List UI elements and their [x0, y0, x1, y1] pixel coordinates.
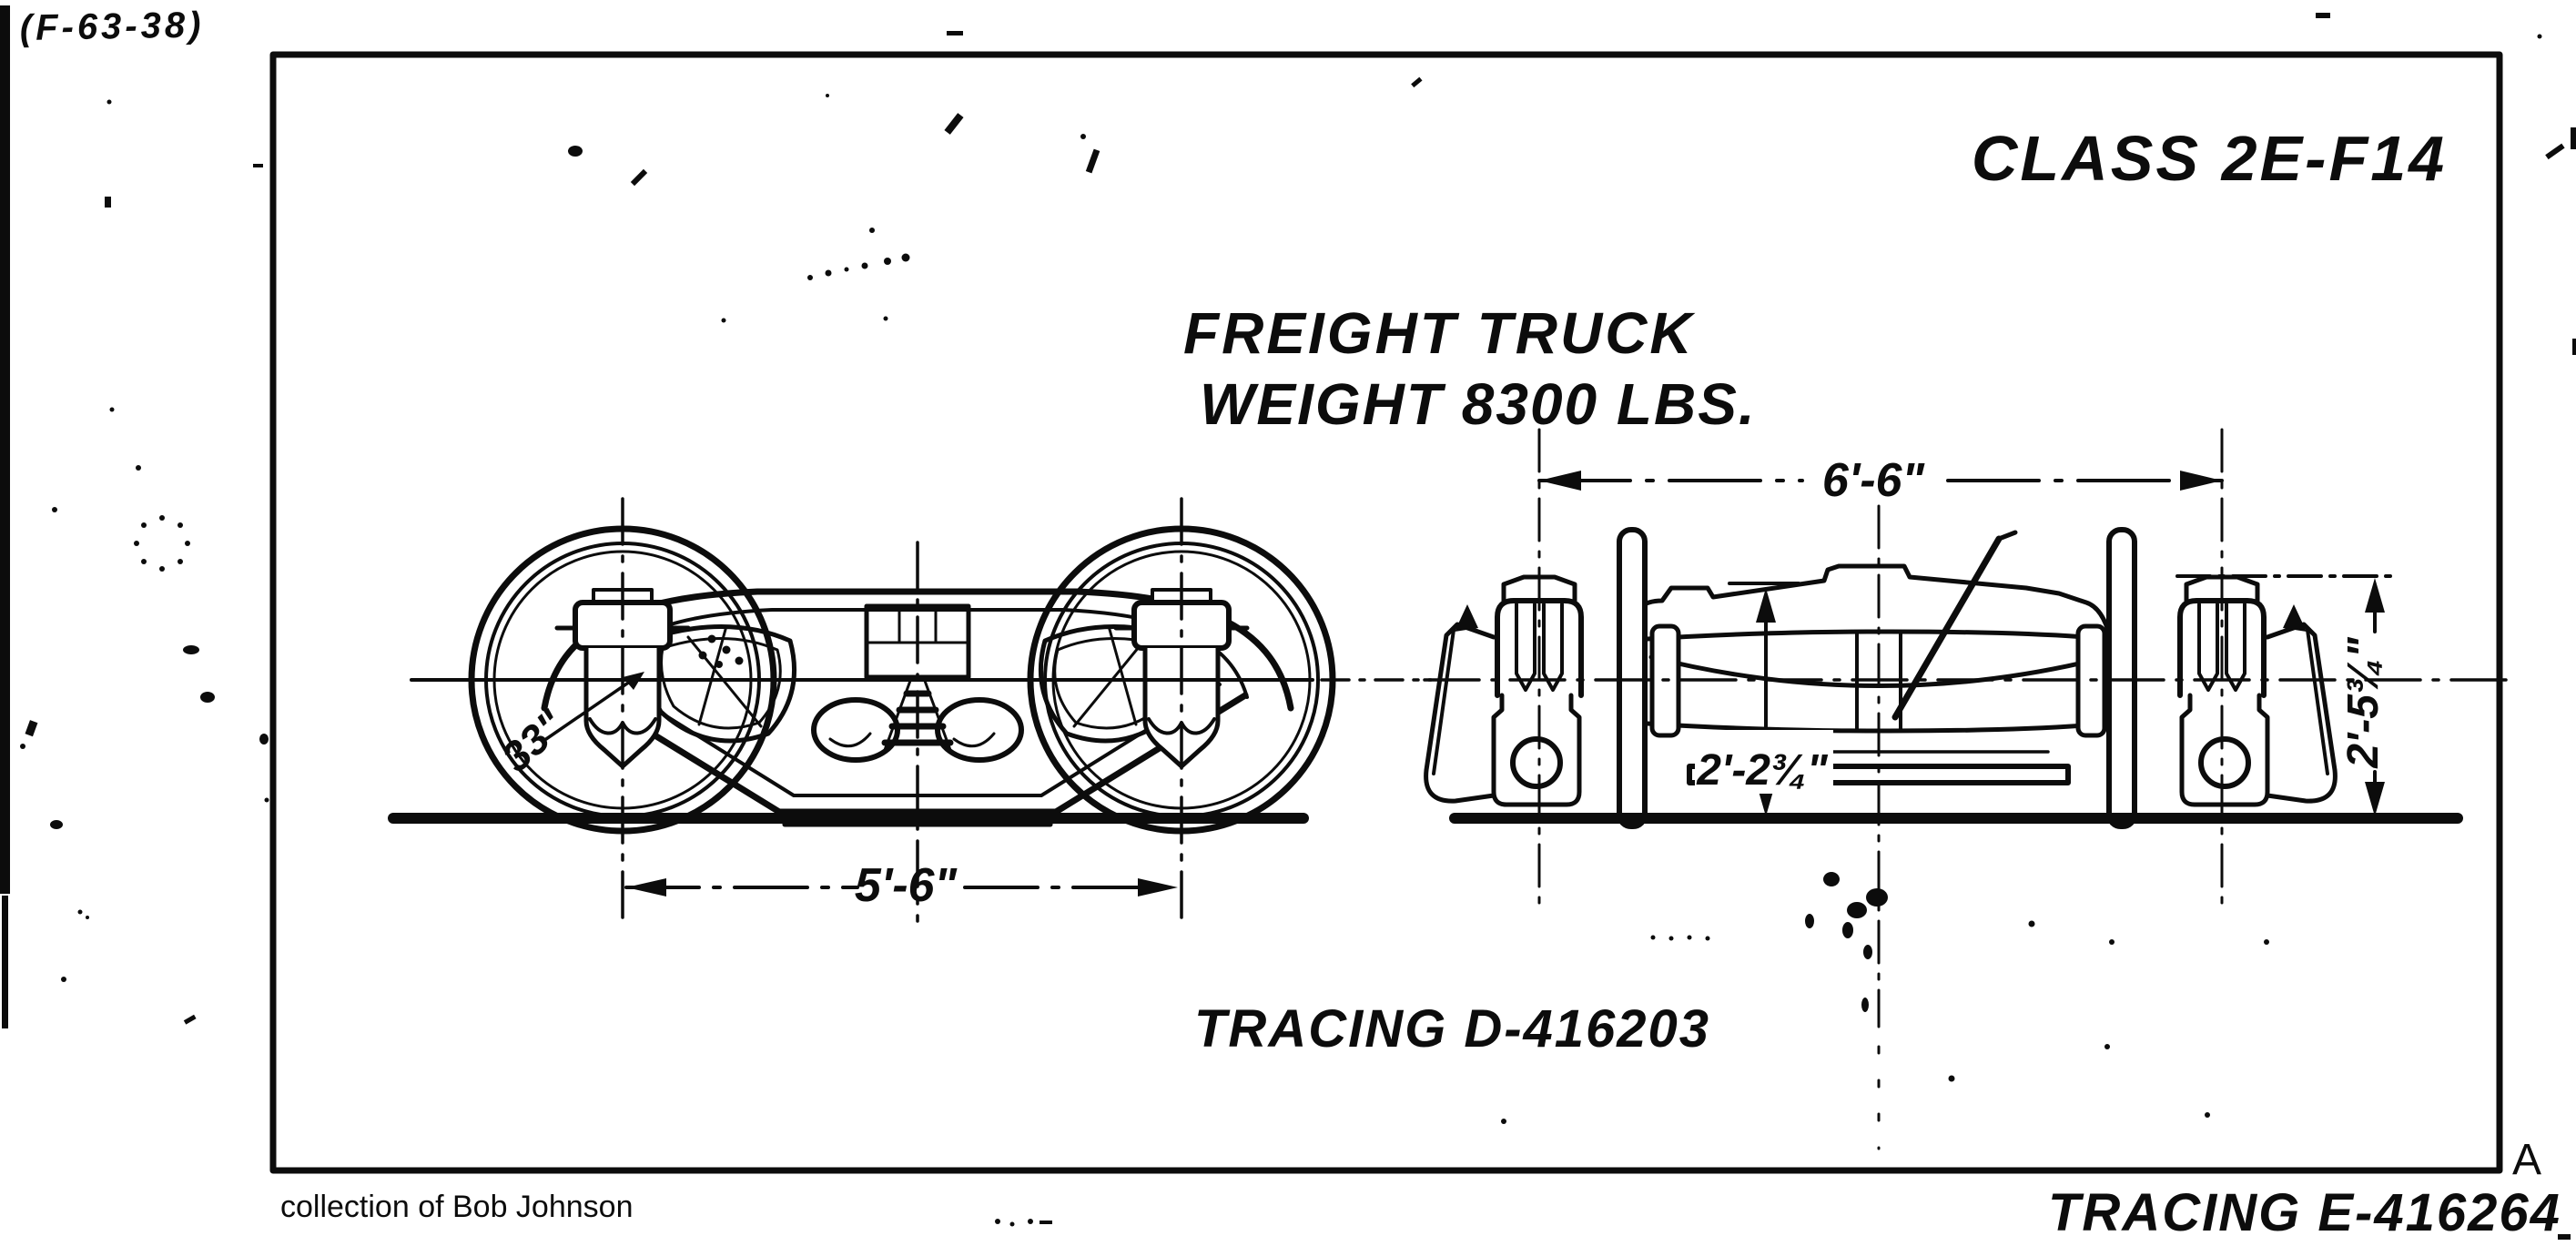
journal-assembly-end-view: [1424, 574, 1584, 807]
side-view-tracing-label: TRACING D-416203: [1194, 999, 1710, 1059]
rail-to-spring-plank-dimension: [1695, 588, 1833, 816]
wheel-far-end-view: [2106, 527, 2137, 829]
wheelbase-dimension-label: 5'-6": [855, 859, 958, 912]
brake-rod: [1891, 530, 2018, 721]
scan-page-edge: [0, 5, 10, 1028]
scan-noise: [20, 13, 2576, 1240]
wheel-diameter-label: 33": [492, 701, 574, 781]
wheel-diameter-leader: [544, 672, 644, 741]
wheel-near-end-view: [1617, 527, 1648, 829]
drawing-title-line2: WEIGHT 8300 LBS.: [1200, 371, 1757, 437]
end-view-centerlines: [1423, 428, 2512, 1150]
side-view: [388, 497, 1433, 923]
sheet-letter: A: [2512, 1136, 2541, 1184]
drawing-title-line1: FREIGHT TRUCK: [1183, 300, 1696, 366]
journal-assembly-end-view: [2180, 577, 2335, 805]
rail-to-spring-plank-label: 2'-2¾": [1696, 746, 1829, 795]
sheet-tracing-label: TRACING E-416264: [2048, 1183, 2561, 1242]
end-view: [1423, 428, 2512, 1150]
journal-spacing-dimension: [1537, 471, 2224, 491]
drawing-border: [269, 51, 2503, 1174]
side-view-centerlines: [410, 497, 1433, 923]
bolster-end-view: [1619, 563, 2113, 688]
photo-ref-label: (F-63-38): [19, 5, 204, 48]
journal-spacing-label: 6'-6": [1822, 454, 1926, 507]
wheelbase-dimension: [624, 878, 1180, 897]
class-label: CLASS 2E-F14: [1972, 123, 2447, 194]
collection-credit: collection of Bob Johnson: [280, 1190, 633, 1224]
rail-to-bolster-top-dimension: [2175, 574, 2398, 816]
rail-to-bolster-top-label: 2'-5¾": [2339, 636, 2388, 769]
